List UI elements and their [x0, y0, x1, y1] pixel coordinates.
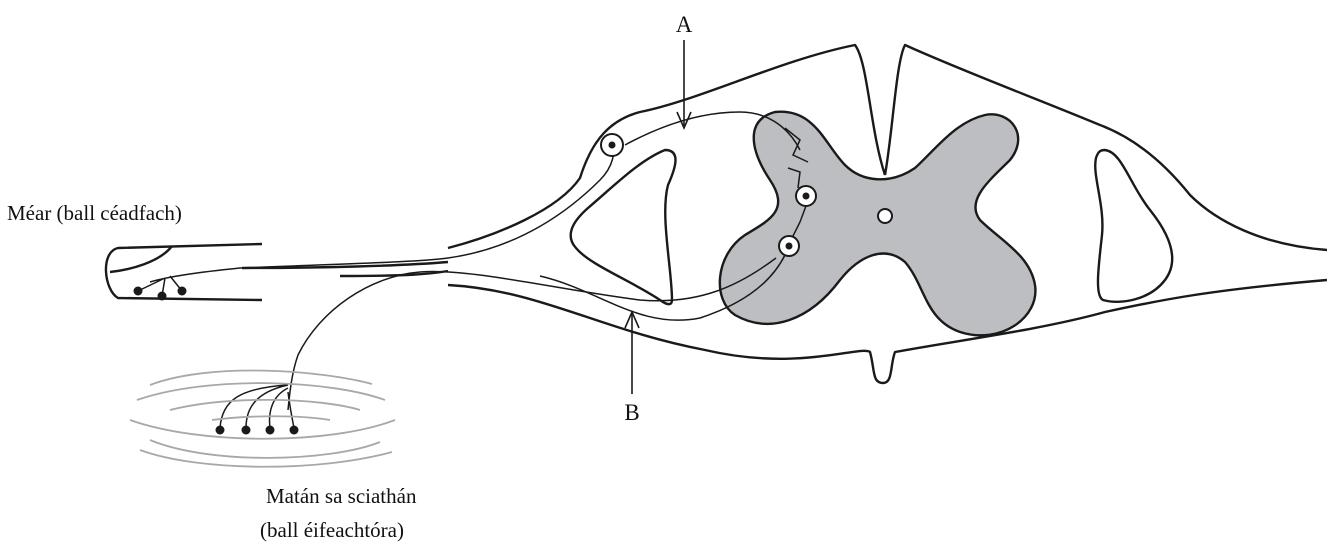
motor-axon	[288, 258, 776, 410]
label-muscle-line2: (ball éifeachtóra)	[260, 518, 404, 542]
fingernail	[110, 246, 172, 272]
left-white-cavity	[571, 150, 676, 304]
ganglion-nucleus	[609, 142, 616, 149]
receptor-dot-2	[158, 292, 167, 301]
muscle-fibre	[150, 440, 380, 458]
pointer-a	[677, 40, 691, 128]
effector-dot-3	[266, 426, 275, 435]
muscle-fibre	[130, 420, 395, 439]
motor-end-branches	[220, 385, 294, 428]
receptor-dot-1	[134, 287, 143, 296]
label-muscle-line1: Matán sa sciathán	[266, 484, 417, 508]
label-a: A	[676, 12, 693, 37]
effector-dot-1	[216, 426, 225, 435]
muscle	[130, 371, 395, 467]
sensory-endings	[138, 268, 240, 296]
effector-dot-2	[242, 426, 251, 435]
muscle-fibre	[137, 383, 385, 400]
finger	[106, 244, 262, 301]
pointer-b	[625, 312, 639, 394]
motor-neuron	[216, 255, 786, 435]
effector-dot-4	[290, 426, 299, 435]
sensory-dendron	[240, 140, 614, 268]
central-canal	[878, 209, 892, 223]
right-white-cavity	[1095, 150, 1172, 302]
label-b: B	[624, 400, 639, 425]
relay-neuron-nucleus	[803, 193, 810, 200]
motor-neuron-nucleus	[786, 243, 793, 250]
muscle-fibre	[170, 400, 360, 410]
sensory-neuron	[240, 112, 800, 268]
spinal-cord	[448, 45, 1327, 383]
muscle-fibre	[212, 416, 330, 420]
label-finger: Méar (ball céadfach)	[7, 201, 182, 225]
receptor-dot-3	[178, 287, 187, 296]
